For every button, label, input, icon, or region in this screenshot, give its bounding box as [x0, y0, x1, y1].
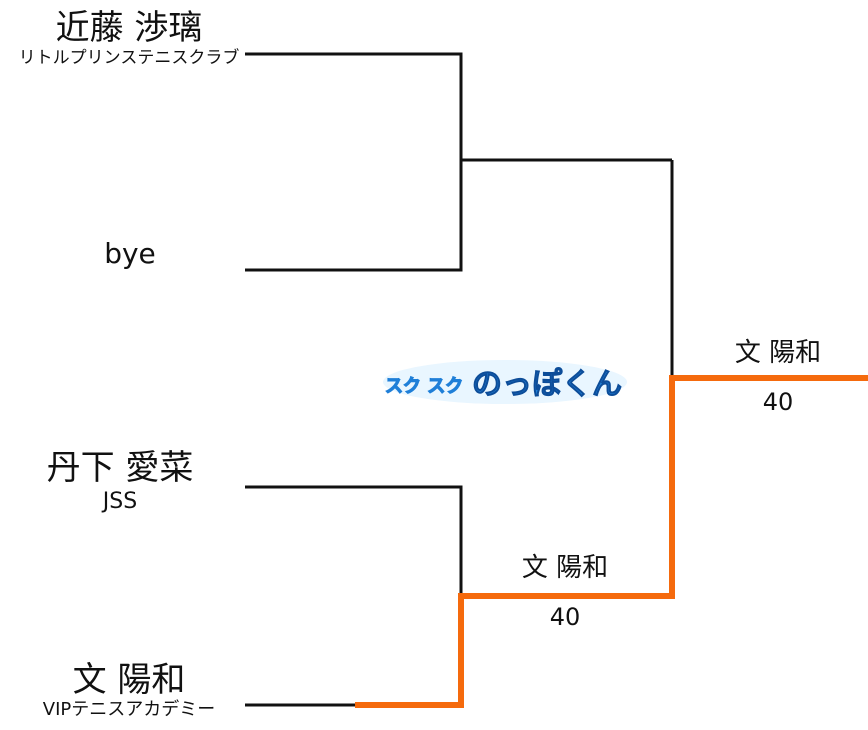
player-slot-4: 文 陽和 VIPテニスアカデミー [0, 660, 258, 720]
player-slot-2: bye [60, 234, 200, 274]
final-result: 文 陽和 40 [708, 338, 848, 416]
player-club: VIPテニスアカデミー [42, 699, 216, 720]
winner-name: 文 陽和 [734, 338, 822, 368]
player-slot-3: 丹下 愛菜 JSS [15, 448, 225, 516]
player-club: JSS [102, 489, 138, 514]
logo-graphic: スク スク のっぽくん [383, 360, 627, 404]
player-name: bye [104, 237, 156, 270]
bracket-line-bottom-pair [245, 485, 463, 596]
player-club: リトルプリンステニスクラブ [18, 48, 240, 68]
match-score: 40 [549, 603, 581, 631]
winner-name: 文 陽和 [521, 553, 609, 583]
winner-path [355, 375, 868, 708]
player-name: 丹下 愛菜 [46, 448, 194, 488]
logo-main-text: のっぽくん [472, 367, 622, 402]
player-slot-1: 近藤 渉璃 リトルプリンステニスクラブ [0, 8, 258, 68]
semifinal-result: 文 陽和 40 [495, 553, 635, 631]
logo-small-text: スク スク [385, 376, 463, 397]
sponsor-logo: スク スク のっぽくん [380, 352, 630, 412]
player-name: 近藤 渉璃 [55, 8, 203, 48]
bracket-line-top-pair [245, 52, 463, 272]
match-score: 40 [762, 388, 794, 416]
player-name: 文 陽和 [72, 660, 186, 700]
